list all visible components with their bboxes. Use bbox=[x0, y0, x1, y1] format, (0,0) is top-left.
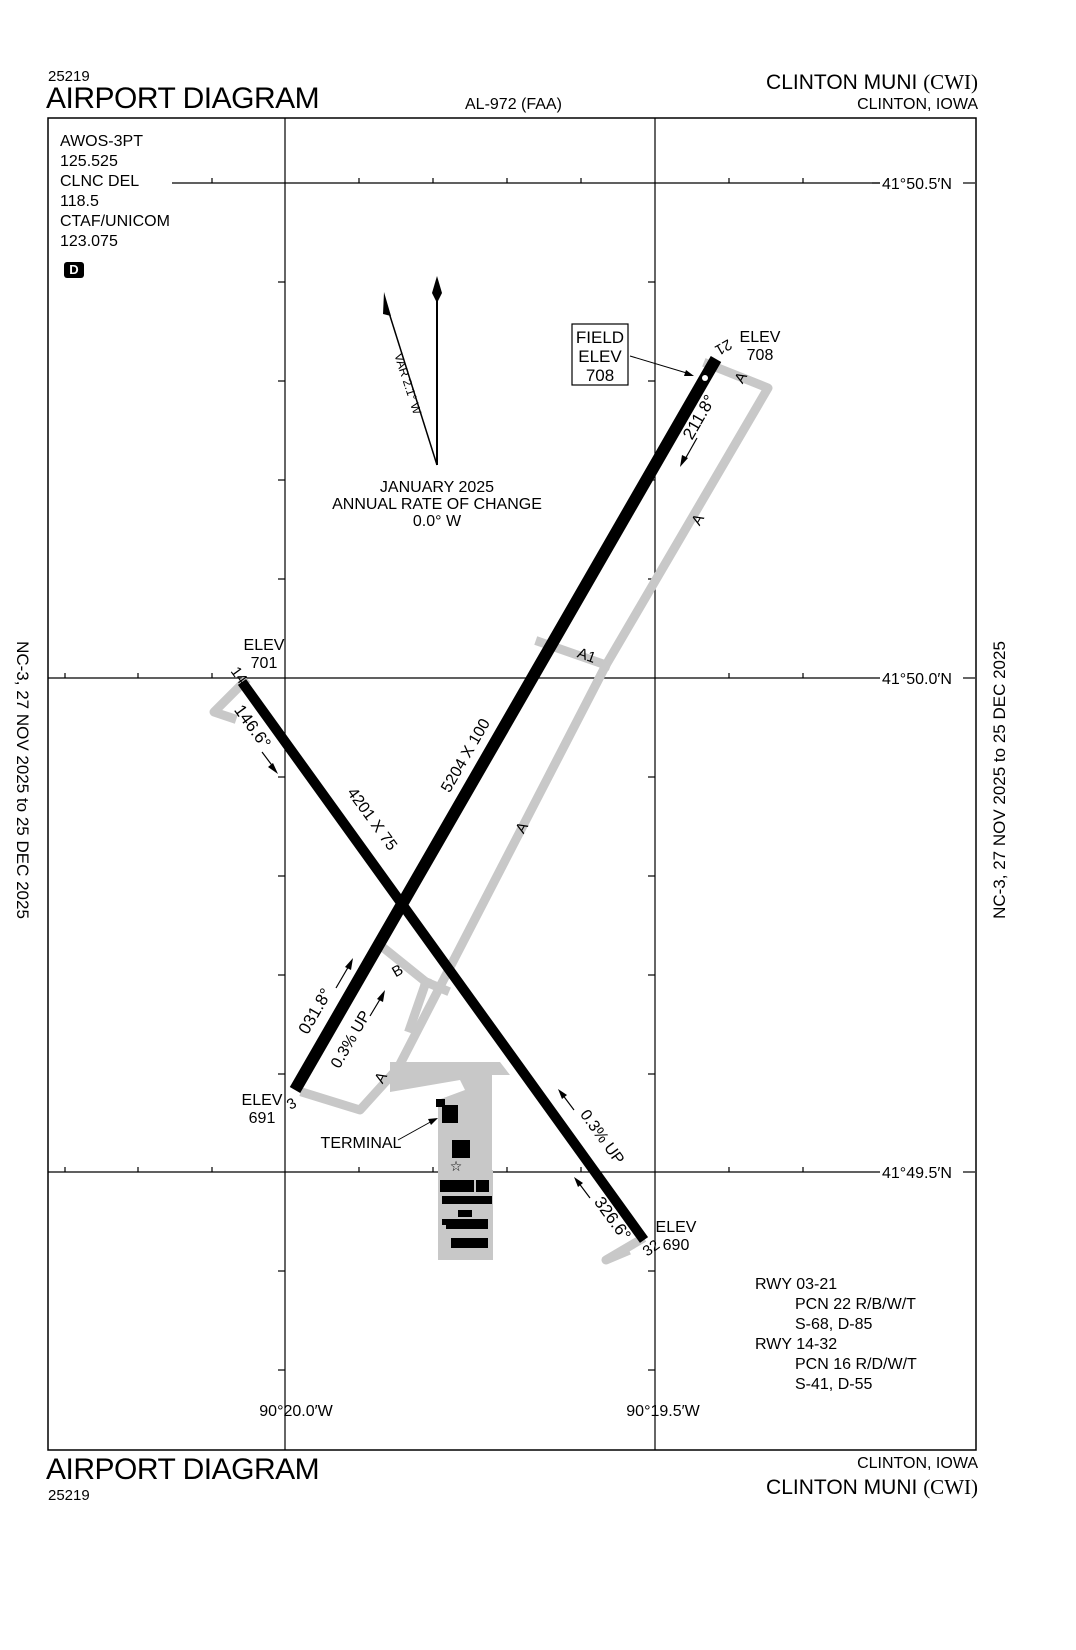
lat-lon-grid bbox=[48, 118, 975, 1450]
north-arrow bbox=[383, 276, 442, 466]
pcn-rwy-03-21-value: PCN 22 R/B/W/T bbox=[795, 1296, 916, 1313]
frequency-list: AWOS-3PT 125.525 CLNC DEL 118.5 CTAF/UNI… bbox=[60, 132, 170, 252]
taxiway-rwy14-turnaround bbox=[209, 675, 251, 724]
procedure-number-footer: 25219 bbox=[48, 1487, 90, 1504]
taxiway-rwy32-turnaround bbox=[601, 1233, 647, 1265]
ctaf-unicom-label: CTAF/UNICOM bbox=[60, 213, 170, 230]
runway-03-21 bbox=[289, 356, 722, 1093]
pcn-rwy-03-21-weights: S-68, D-85 bbox=[795, 1316, 873, 1333]
diagram-title-footer: AIRPORT DIAGRAM bbox=[46, 1453, 320, 1486]
clnc-del-frequency: 118.5 bbox=[60, 193, 99, 210]
taxiway-b bbox=[373, 938, 433, 989]
annual-rate-label: ANNUAL RATE OF CHANGE bbox=[332, 496, 542, 513]
runway-end-3-number: 3 bbox=[284, 1095, 300, 1114]
field-elev-value: 708 bbox=[586, 366, 614, 385]
pcn-rwy-03-21-title: RWY 03-21 bbox=[755, 1276, 838, 1293]
field-elevation-dot bbox=[702, 375, 708, 381]
runway-end-21-number: 21 bbox=[712, 335, 735, 358]
runway-end-32-elev-label: ELEV bbox=[656, 1219, 697, 1236]
diagram-frame bbox=[47, 117, 977, 1451]
chart-id: AL-972 (FAA) bbox=[465, 96, 562, 113]
field-elevation-box bbox=[571, 323, 629, 386]
location-footer: CLINTON, IOWA bbox=[857, 1455, 978, 1472]
procedure-number: 25219 bbox=[48, 68, 90, 85]
field-elev-line2: ELEV bbox=[578, 347, 622, 366]
lat-label: 41°50.5′N bbox=[882, 176, 952, 193]
airport-id: (CWI) bbox=[923, 70, 978, 94]
airport-name: CLINTON MUNI bbox=[766, 1476, 918, 1499]
runway-end-14-elev: 701 bbox=[251, 655, 278, 672]
magnetic-north-line bbox=[384, 299, 438, 466]
terminal-label: TERMINAL bbox=[321, 1135, 402, 1152]
field-elevation-leader bbox=[629, 355, 691, 375]
runway-14-32-dimensions: 4201 X 75 bbox=[343, 785, 400, 854]
buildings bbox=[436, 1099, 492, 1248]
runway-end-3-elev-label: ELEV bbox=[242, 1092, 283, 1109]
runway-end-3-elev: 691 bbox=[249, 1110, 276, 1127]
diagram-title: AIRPORT DIAGRAM bbox=[46, 82, 320, 115]
runway-end-21-elev: 708 bbox=[747, 347, 774, 364]
pcn-rwy-14-32-value: PCN 16 R/D/W/T bbox=[795, 1356, 917, 1373]
runway-14-heading: 146.6° bbox=[230, 701, 274, 752]
location-header: CLINTON, IOWA bbox=[857, 96, 978, 113]
lon-label: 90°20.0′W bbox=[259, 1403, 333, 1420]
lat-label: 41°50.0′N bbox=[882, 671, 952, 688]
runway-end-21-elev-label: ELEV bbox=[740, 329, 781, 346]
taxiway-label-a1: A1 bbox=[575, 645, 598, 667]
runway-end-14-elev-label: ELEV bbox=[244, 637, 285, 654]
awos-label: AWOS-3PT bbox=[60, 133, 143, 150]
runway-end-14-number: 14 bbox=[227, 664, 251, 687]
pcn-rwy-14-32-weights: S-41, D-55 bbox=[795, 1376, 873, 1393]
airport-name: CLINTON MUNI bbox=[766, 71, 918, 94]
taxiway-a bbox=[299, 358, 773, 1115]
ctaf-d-badge: D bbox=[64, 262, 84, 278]
taxiway-network bbox=[209, 358, 773, 1265]
field-elev-line1: FIELD bbox=[576, 328, 624, 347]
pcn-info: RWY 03-21 PCN 22 R/B/W/T S-68, D-85 RWY … bbox=[755, 1275, 917, 1395]
lat-label: 41°49.5′N bbox=[882, 1165, 952, 1182]
ctaf-unicom-frequency: 123.075 bbox=[60, 233, 118, 250]
airport-name-header: CLINTON MUNI (CWI) bbox=[766, 70, 978, 95]
annual-rate-value: 0.0° W bbox=[413, 513, 462, 530]
magnetic-date: JANUARY 2025 bbox=[380, 479, 494, 496]
airport-beacon-icon: ☆ bbox=[450, 1158, 463, 1174]
airport-name-footer: CLINTON MUNI (CWI) bbox=[766, 1475, 978, 1500]
runway-14-32 bbox=[237, 679, 649, 1243]
pcn-rwy-14-32-title: RWY 14-32 bbox=[755, 1336, 838, 1353]
awos-frequency: 125.525 bbox=[60, 153, 118, 170]
airport-id: (CWI) bbox=[923, 1475, 978, 1499]
runway-end-32-number: 32 bbox=[640, 1237, 663, 1261]
magnetic-variation: VAR 2.1° W bbox=[391, 352, 424, 417]
lon-label: 90°19.5′W bbox=[626, 1403, 700, 1420]
clnc-del-label: CLNC DEL bbox=[60, 173, 140, 190]
runway-end-32-elev: 690 bbox=[663, 1237, 690, 1254]
